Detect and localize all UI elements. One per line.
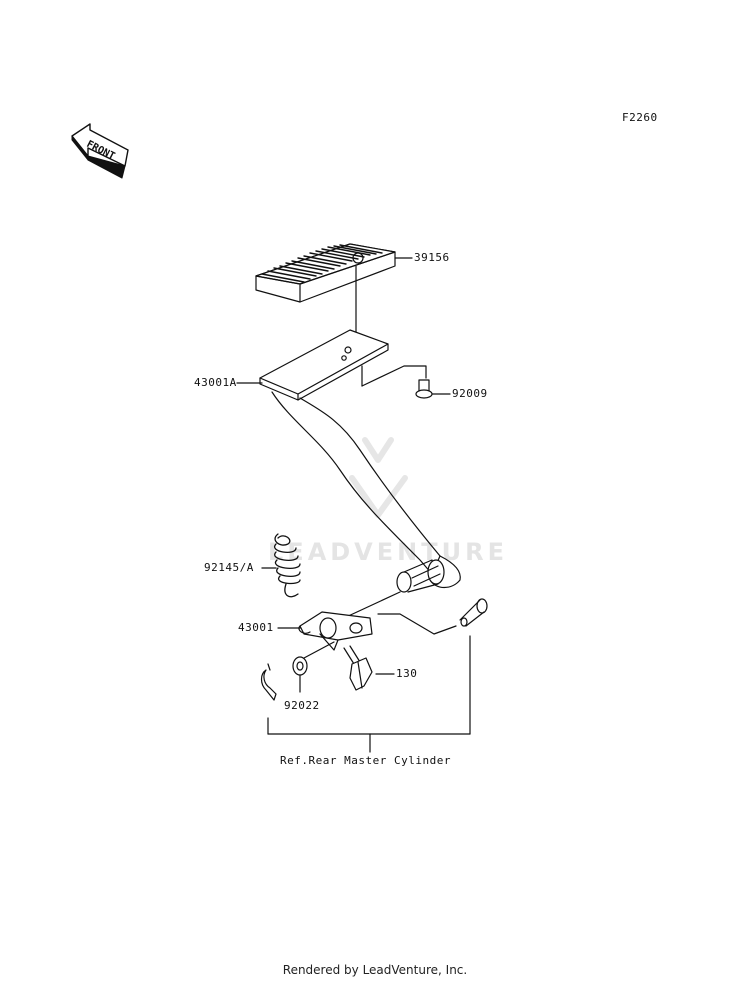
part-label-92009[interactable]: 92009 <box>452 387 488 400</box>
bolt-92009-part <box>361 365 451 399</box>
spring-part <box>261 533 301 598</box>
part-label-43001[interactable]: 43001 <box>238 621 274 634</box>
watermark-logo <box>349 437 408 518</box>
footer-credit: Rendered by LeadVenture, Inc. <box>282 963 468 977</box>
front-arrow-icon: FRONT <box>71 123 129 179</box>
part-label-130[interactable]: 130 <box>396 667 418 680</box>
figure-code: F2260 <box>622 111 658 124</box>
pedal-pad-part <box>255 243 396 341</box>
part-label-92145A[interactable]: 92145/A <box>204 561 254 574</box>
lever-43001-part <box>298 611 373 651</box>
part-label-43001A[interactable]: 43001A <box>194 376 237 389</box>
washer-92022-part <box>292 641 335 693</box>
pivot-shaft-part <box>343 559 445 619</box>
clevis-pin-part <box>377 598 488 735</box>
part-label-39156[interactable]: 39156 <box>414 251 450 264</box>
part-label-92022[interactable]: 92022 <box>284 699 320 712</box>
pedal-arm-part <box>259 329 461 589</box>
reference-bracket <box>267 733 471 753</box>
cotter-pin-part <box>260 663 277 735</box>
bolt-130-part <box>343 645 395 691</box>
reference-note: Ref.Rear Master Cylinder <box>280 754 451 767</box>
watermark-text: LEADVENTURE <box>268 538 508 566</box>
